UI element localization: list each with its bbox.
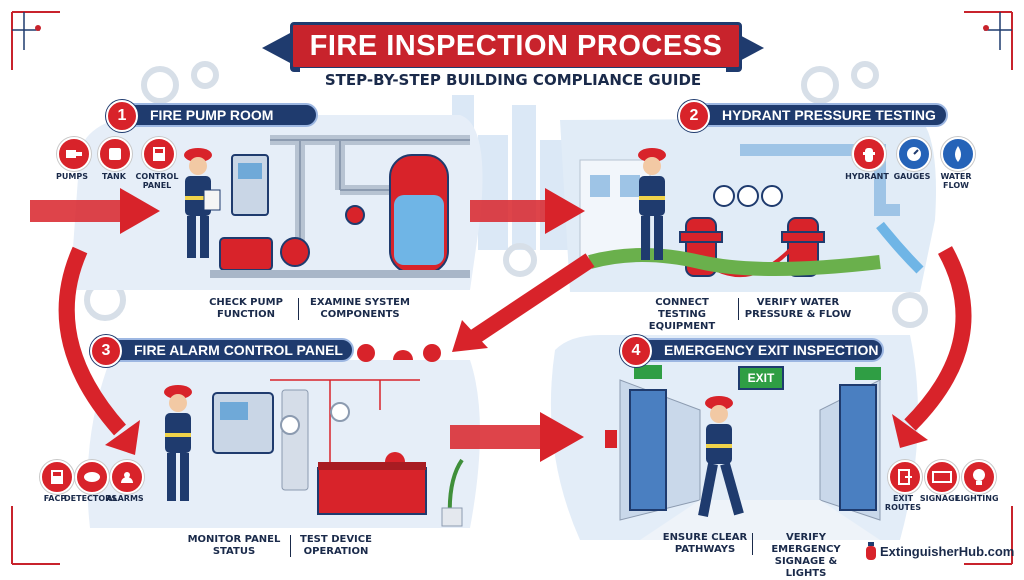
hydrant-label: HYDRANT: [845, 172, 889, 181]
step-3-caption-divider: [290, 535, 291, 557]
hydrant-icon: [852, 137, 886, 171]
firefighter-3: [164, 385, 192, 501]
step-3-caption-2: TEST DEVICE OPERATION: [300, 534, 372, 557]
step-2-header: HYDRANT PRESSURE TESTING: [680, 103, 948, 127]
step-4-caption-2: VERIFY EMERGENCY SIGNAGE & LIGHTS: [771, 532, 841, 579]
firefighter-2: [638, 148, 666, 260]
exit-route-icon: [888, 460, 922, 494]
step-1-caption-1: CHECK PUMP FUNCTION: [209, 297, 283, 320]
step-1-number: 1: [106, 100, 138, 132]
water-flow-label: WATER FLOW: [940, 172, 972, 190]
water-drop-icon: [941, 137, 975, 171]
alarm-icon: [110, 460, 144, 494]
step-3-number: 3: [90, 335, 122, 367]
step-2-caption-divider: [738, 298, 739, 320]
step-2-caption-2: VERIFY WATER PRESSURE & FLOW: [744, 297, 852, 320]
step-4-header: EMERGENCY EXIT INSPECTION: [622, 338, 884, 362]
extinguisher-logo-icon: [863, 541, 879, 561]
brand-name[interactable]: ExtinguisherHub.com: [880, 544, 1015, 559]
corner-frame: [11, 11, 1013, 565]
firefighter-1: [184, 148, 221, 258]
exit-sign: EXIT: [738, 366, 784, 390]
exit-routes-label: EXIT ROUTES: [884, 494, 922, 512]
banner-ribbon-left: [262, 32, 292, 64]
firefighter-4: [698, 396, 744, 517]
facp-label: FACP: [43, 494, 67, 503]
gauge-label: GAUGES: [893, 172, 931, 181]
step-2-number: 2: [678, 100, 710, 132]
signage-label: SIGNAGE: [919, 494, 961, 503]
step-1-caption-divider: [298, 298, 299, 320]
tank-label: TANK: [102, 172, 126, 181]
page-subtitle: STEP-BY-STEP BUILDING COMPLIANCE GUIDE: [300, 68, 726, 92]
step-3-caption-1: MONITOR PANEL STATUS: [187, 534, 281, 557]
alarm-panel-illustration: [212, 344, 464, 527]
step-1-title: FIRE PUMP ROOM: [150, 107, 274, 123]
detectors-label: DETECTORS: [64, 494, 118, 503]
title-banner: FIRE INSPECTION PROCESS: [290, 22, 742, 70]
step-4-caption-1: ENSURE CLEAR PATHWAYS: [662, 532, 748, 555]
pump-icon: [57, 137, 91, 171]
gauge-icon: [897, 137, 931, 171]
control-panel-icon: [142, 137, 176, 171]
step-3-header: FIRE ALARM CONTROL PANEL: [92, 338, 354, 362]
pump-room-illustration: [210, 135, 470, 278]
step-4-title: EMERGENCY EXIT INSPECTION: [664, 342, 879, 358]
facp-icon: [40, 460, 74, 494]
pump-label: PUMPS: [56, 172, 88, 181]
step-1-header: FIRE PUMP ROOM: [108, 103, 318, 127]
flow-arrows: [30, 188, 972, 462]
step-1-caption-2: EXAMINE SYSTEM COMPONENTS: [310, 297, 410, 320]
step-4-caption-divider: [752, 533, 753, 555]
step-2-caption-1: CONNECT TESTING EQUIPMENT: [648, 297, 716, 332]
alarms-label: ALARMS: [106, 494, 144, 503]
step-4-number: 4: [620, 335, 652, 367]
lighting-label: LIGHTING: [955, 494, 999, 503]
step-3-title: FIRE ALARM CONTROL PANEL: [134, 342, 343, 358]
tank-icon: [98, 137, 132, 171]
light-bulb-icon: [962, 460, 996, 494]
hydrant-illustration: [579, 144, 924, 277]
control-panel-label: CONTROL PANEL: [135, 172, 179, 190]
detector-icon: [75, 460, 109, 494]
step-2-title: HYDRANT PRESSURE TESTING: [722, 107, 936, 123]
exit-sign-icon: [925, 460, 959, 494]
page-title: FIRE INSPECTION PROCESS: [309, 29, 723, 62]
